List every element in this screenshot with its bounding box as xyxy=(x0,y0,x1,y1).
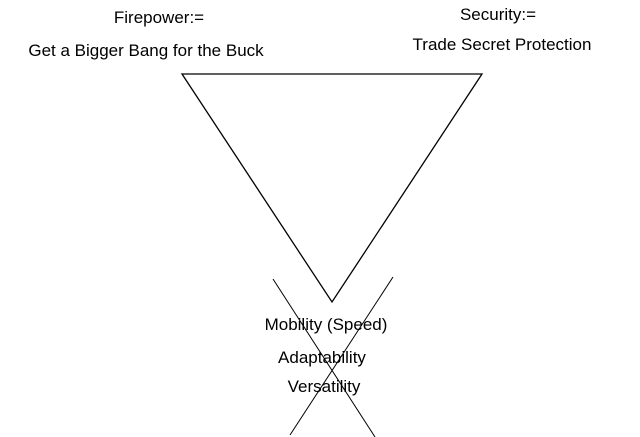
inverted-triangle xyxy=(180,73,484,304)
mobility-label: Mobility (Speed) xyxy=(264,315,388,334)
security-title: Security:= xyxy=(459,5,537,24)
security-description: Trade Secret Protection xyxy=(412,35,592,54)
cross-out-line-left xyxy=(272,278,376,437)
firepower-description: Get a Bigger Bang for the Buck xyxy=(28,41,264,60)
firepower-title: Firepower:= xyxy=(113,8,205,27)
cross-out-line-right xyxy=(289,276,394,436)
versatility-label: Versatility xyxy=(287,377,361,396)
adaptability-label: Adaptability xyxy=(278,348,366,367)
